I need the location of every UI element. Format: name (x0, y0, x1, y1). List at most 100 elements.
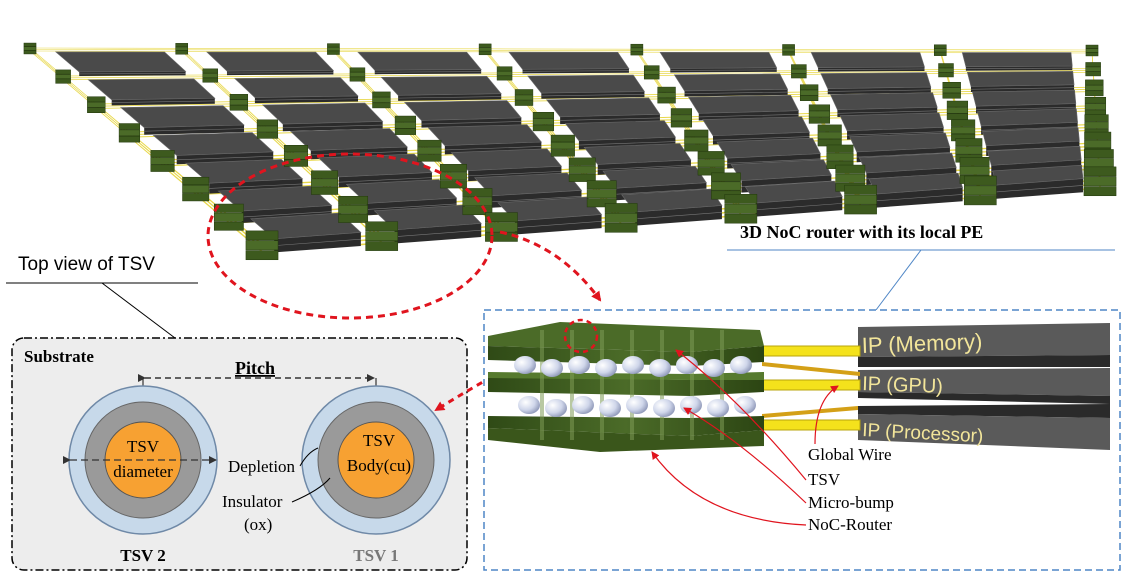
mesh-router (439, 172, 467, 181)
noc-router-arrow (651, 451, 807, 526)
pe-chip-layer (970, 87, 1075, 90)
pe-chip-layer (827, 89, 931, 92)
mesh-router (485, 212, 518, 223)
mesh-router (118, 135, 141, 143)
pe-chip-layer (254, 98, 359, 101)
mesh-router (118, 123, 141, 130)
mesh-router (550, 134, 575, 143)
mesh-router (327, 47, 340, 52)
pe-chip-layer (976, 106, 1076, 111)
micro-bump (626, 396, 648, 414)
tsv-label: TSV (808, 470, 841, 489)
mesh-router (23, 42, 37, 47)
mesh-router (724, 203, 758, 214)
noc-router-title: 3D NoC router with its local PE (740, 222, 983, 242)
mesh-router (946, 113, 969, 120)
mesh-router (182, 193, 210, 202)
mesh-router (817, 131, 842, 140)
micro-bump (518, 396, 540, 414)
pe-chip-layer (111, 100, 215, 103)
pe-chip (810, 52, 925, 68)
mesh-router (532, 124, 555, 132)
mesh-router (283, 152, 309, 160)
micro-bump-arrow (683, 407, 807, 504)
mesh-router (514, 89, 534, 95)
mesh-router (532, 112, 555, 119)
mesh-router (311, 186, 339, 195)
mesh-router (835, 164, 866, 174)
pe-chip-layer (578, 141, 676, 146)
pe-chip (961, 52, 1073, 68)
micro-bump (707, 399, 729, 417)
pe-chip (982, 127, 1080, 146)
micro-bump (572, 396, 594, 414)
mesh-router (630, 43, 644, 48)
mesh-router (478, 47, 492, 52)
mesh-router (182, 176, 210, 186)
mesh-router (462, 188, 493, 198)
pe-chip (289, 128, 408, 151)
mesh-wire (96, 103, 239, 107)
global-wires (761, 345, 861, 431)
pe-chip (564, 120, 676, 141)
pe-chip-layer (635, 212, 722, 220)
mesh-router (202, 68, 219, 74)
mesh-router (462, 206, 493, 216)
mesh-router (1085, 90, 1104, 97)
mesh-router (118, 129, 141, 137)
pe-chip-layer (818, 68, 925, 70)
mesh-router (844, 184, 877, 195)
mesh-router (150, 150, 175, 158)
mesh-router (938, 72, 954, 78)
mesh-router (711, 181, 741, 191)
pe-chip-layer (560, 117, 660, 121)
mesh-router (478, 51, 492, 56)
mesh-router (338, 195, 369, 205)
pe-chip (702, 116, 810, 137)
micro-bump (541, 359, 563, 377)
mesh-router (365, 231, 399, 242)
mesh-router (1083, 158, 1114, 168)
micro-bump (595, 359, 617, 377)
pe-chip (152, 132, 274, 156)
mesh-router (213, 203, 244, 213)
mesh-router (283, 145, 309, 153)
router-detail-panel: IP (Memory) IP (GPU) IP (Processor) (483, 309, 1121, 571)
mesh-router (1083, 166, 1117, 177)
tsv-pillar (540, 330, 544, 440)
mesh-router (245, 250, 279, 261)
mesh-router (697, 159, 725, 168)
mesh-router (365, 221, 399, 232)
mesh-router (791, 68, 807, 74)
mesh-router (630, 47, 644, 52)
mesh-router (55, 78, 71, 84)
mesh-router (1084, 121, 1109, 129)
mesh-router (55, 69, 71, 75)
mesh-router (955, 138, 983, 147)
mesh-router (782, 44, 795, 49)
pe-chip-layer (541, 94, 645, 97)
mesh-router (724, 194, 758, 204)
mesh-router (711, 172, 741, 182)
pe-chip (687, 94, 800, 114)
mesh-router (604, 203, 638, 213)
pe-chip-layer (522, 70, 629, 72)
pe-chip-layer (597, 164, 691, 170)
mesh-router (568, 165, 596, 174)
mesh-router (826, 144, 854, 153)
mesh-router (150, 157, 175, 165)
mesh-router (782, 51, 795, 56)
mesh-router (942, 87, 961, 94)
mesh-router (338, 204, 369, 214)
mesh-router (1085, 71, 1101, 77)
pe-chip-layer (421, 121, 522, 125)
noc-router-label: NoC-Router (808, 515, 892, 534)
mesh-router (256, 119, 279, 126)
pe-chip (829, 92, 938, 111)
pe-chip-layer (144, 128, 245, 132)
mesh-router (213, 221, 244, 231)
mesh-router (657, 92, 676, 98)
mesh-router (844, 194, 877, 205)
mesh-router (933, 44, 947, 49)
mesh-router (23, 46, 37, 51)
